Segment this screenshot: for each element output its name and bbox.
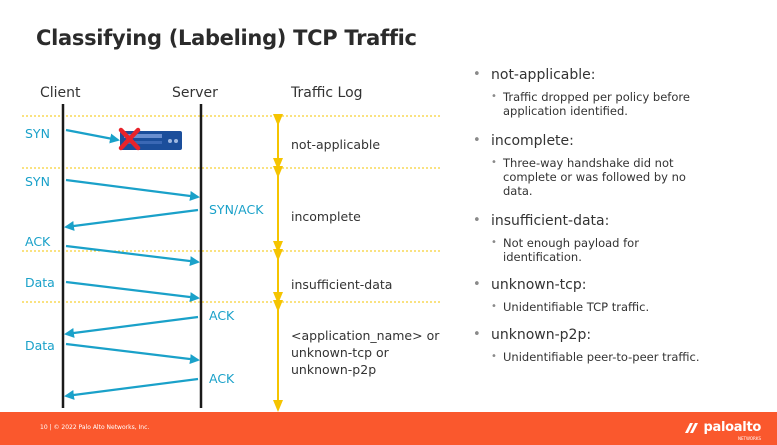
arrow-syn-blocked (65, 128, 120, 144)
paloalto-logo: paloalto NETWORKS (684, 420, 762, 441)
log-insufficient-data: insufficient-data (291, 277, 392, 292)
packet-arrows (64, 128, 200, 400)
desc-not-applicable: Traffic dropped per policy before applic… (473, 90, 733, 118)
term-unknown-tcp: unknown-tcp: (473, 276, 773, 294)
term-unknown-p2p: unknown-p2p: (473, 326, 773, 344)
blocked-x-icon (118, 127, 141, 151)
divider-lines (22, 115, 442, 303)
label-syn-1: SYN (25, 126, 50, 141)
arrow-data-1 (65, 280, 200, 303)
footer-bar: 10 | © 2022 Palo Alto Networks, Inc. pal… (0, 412, 777, 445)
log-unknown-p2p: unknown-p2p (291, 362, 376, 377)
arrow-syn (65, 178, 200, 201)
definitions-panel: not-applicable: Traffic dropped per poli… (473, 66, 773, 364)
definition-incomplete: incomplete: Three-way handshake did not … (473, 132, 773, 198)
header-client: Client (40, 85, 81, 101)
logo-subtext: NETWORKS (737, 436, 761, 441)
label-ack-server-2: ACK (209, 371, 235, 386)
logo-text: paloalto (703, 420, 762, 435)
log-unknown-tcp: unknown-tcp or (291, 345, 390, 360)
desc-unknown-p2p: Unidentifiable peer-to-peer traffic. (473, 350, 763, 364)
label-ack: ACK (25, 234, 51, 249)
arrow-ack (65, 244, 200, 267)
desc-insufficient-data: Not enough payload for identification. (473, 236, 733, 264)
footer-copyright: 10 | © 2022 Palo Alto Networks, Inc. (40, 424, 150, 431)
arrow-data-2 (65, 342, 200, 365)
definition-not-applicable: not-applicable: Traffic dropped per poli… (473, 66, 773, 118)
log-not-applicable: not-applicable (291, 137, 380, 152)
log-application-name: <application_name> or (291, 328, 440, 343)
label-ack-server-1: ACK (209, 308, 235, 323)
header-traffic-log: Traffic Log (290, 85, 363, 101)
desc-incomplete: Three-way handshake did not complete or … (473, 156, 733, 198)
term-not-applicable: not-applicable: (473, 66, 773, 84)
label-data-1: Data (25, 275, 55, 290)
label-data-2: Data (25, 338, 55, 353)
header-server: Server (172, 85, 218, 101)
arrow-ack-server-1 (64, 315, 199, 338)
log-incomplete: incomplete (291, 209, 361, 224)
slide-title: Classifying (Labeling) TCP Traffic (36, 26, 417, 50)
term-incomplete: incomplete: (473, 132, 773, 150)
desc-unknown-tcp: Unidentifiable TCP traffic. (473, 300, 733, 314)
arrow-ack-server-2 (64, 377, 199, 400)
definition-unknown-p2p: unknown-p2p: Unidentifiable peer-to-peer… (473, 326, 773, 364)
tcp-diagram: Client Server Traffic Log (22, 85, 442, 412)
label-syn-2: SYN (25, 174, 50, 189)
term-insufficient-data: insufficient-data: (473, 212, 773, 230)
arrow-synack (64, 208, 199, 231)
definition-insufficient-data: insufficient-data: Not enough payload fo… (473, 212, 773, 264)
paloalto-logo-icon (684, 422, 698, 433)
definition-unknown-tcp: unknown-tcp: Unidentifiable TCP traffic. (473, 276, 773, 314)
label-synack: SYN/ACK (209, 202, 264, 217)
